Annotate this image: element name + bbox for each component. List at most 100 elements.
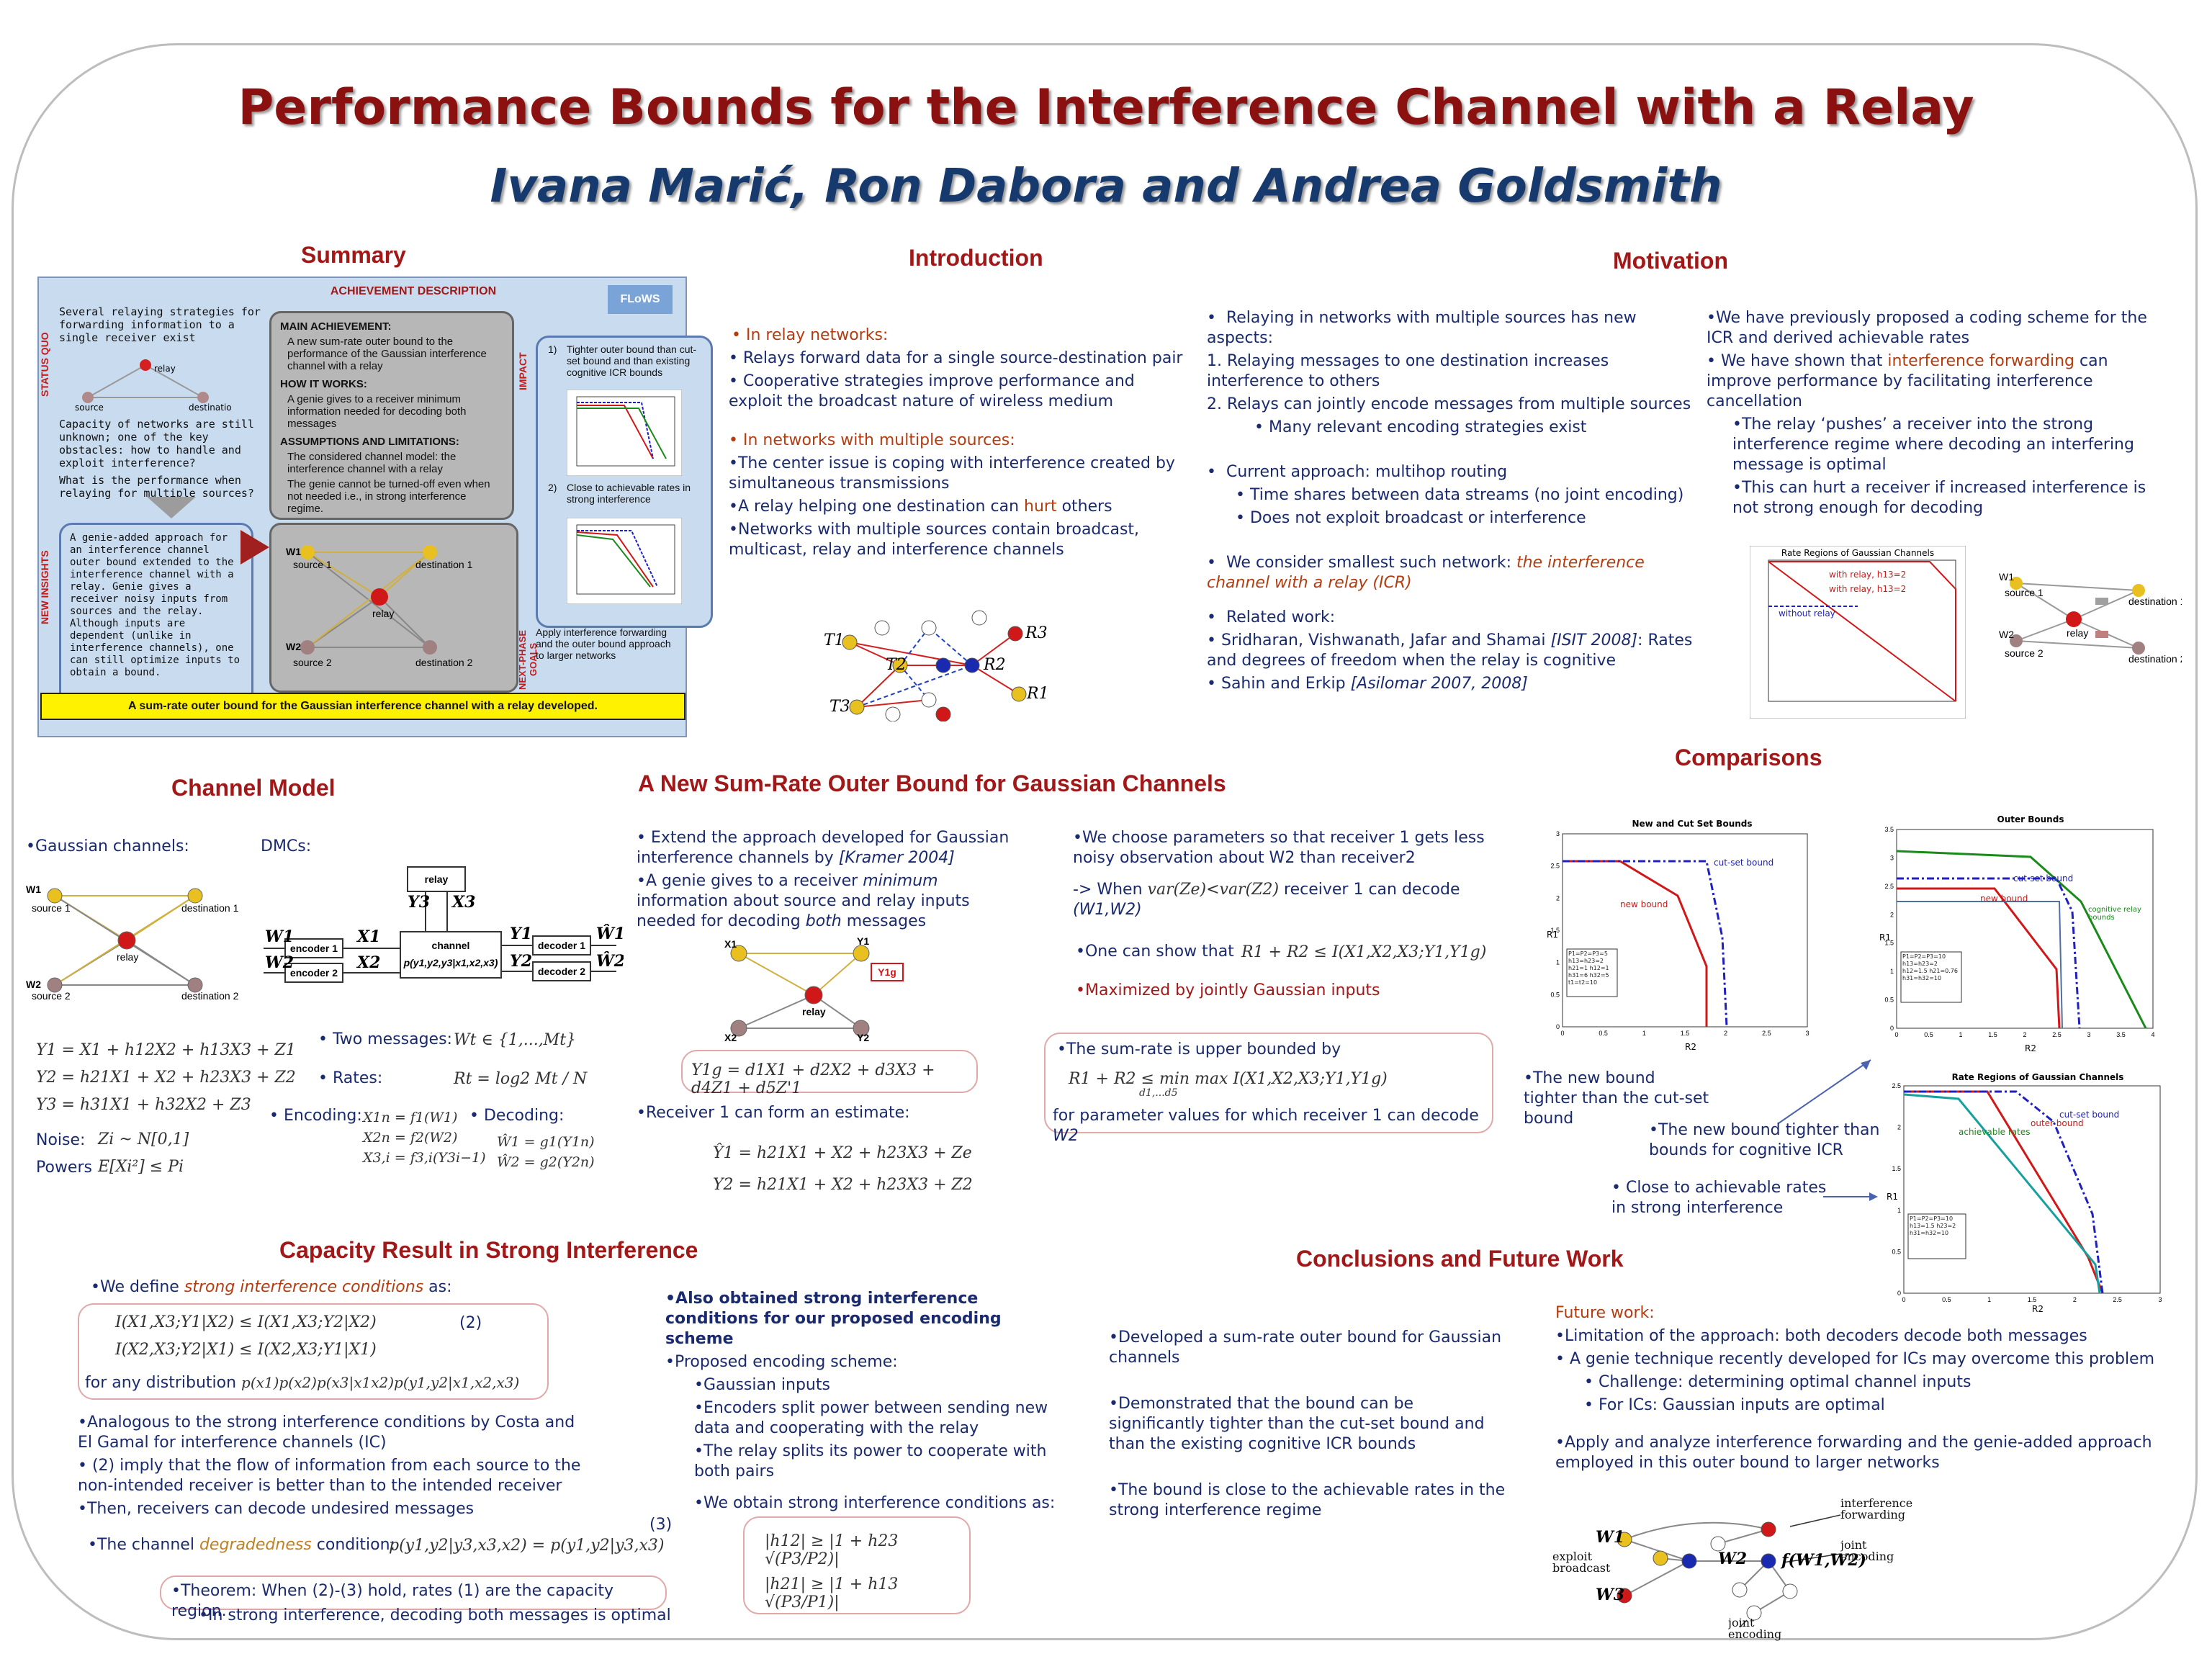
cm-icr-diagram: W1 W2 source 1 source 2 destination 1 de… [26, 884, 239, 1001]
cm-powers-label: Powers [36, 1159, 92, 1177]
status-quo-text-1: Several relaying strategies for forwardi… [59, 305, 261, 344]
cap-dist-a: for any distribution [85, 1374, 242, 1392]
nb-d5-eq: R1 + R2 ≤ min max I(X1,X2,X3;Y1,Y1g) [1069, 1070, 1388, 1088]
p1-ytick: 2 [1556, 894, 1560, 902]
cmp-p1-leg1: cut-set bound [1714, 858, 1773, 868]
icr-diagram: W1 W2 source 1 source 2 destination 1 de… [286, 545, 473, 668]
nb-c2e: messages [841, 912, 927, 930]
motiv-plot-leg1: with relay, h13=2 [1829, 570, 1906, 580]
nb-c2a: A genie gives to a receiver [645, 872, 863, 890]
conc-f: f(W1,W2) [1780, 1551, 1866, 1570]
conc-f2: • A genie technique recently developed f… [1555, 1350, 2155, 1368]
nb-d5: •The sum-rate is upper bounded by [1057, 1040, 1341, 1058]
nb-c2b: minimum [863, 872, 938, 890]
cap-t2: •In strong interference, decoding both m… [199, 1606, 671, 1624]
heading-conclusions: Conclusions and Future Work [1296, 1246, 1624, 1272]
motiv-a10b: [ISIT 2008] [1550, 631, 1638, 649]
cmp-note2: •The new bound tighter than bounds for c… [1649, 1121, 1880, 1159]
cm-eq2: Y2 = h21X1 + X2 + h23X3 + Z2 [36, 1069, 296, 1087]
motiv-b3: The relay ‘pushes’ a receiver into the s… [1732, 415, 2134, 474]
motiv-a5: Current approach: multihop routing [1226, 463, 1508, 481]
nb-fig-y1: Y1 [857, 935, 869, 947]
cap-dist-b: p(x1)p(x2)p(x3|x1x2)p(y1,y2|x1,x2,x3) [241, 1374, 520, 1391]
conclusions-right: Future work: •Limitation of the approach… [1555, 1303, 2175, 1476]
cm-two-msgs: • Two messages: [318, 1030, 452, 1048]
p2-ytick: 1.5 [1884, 940, 1894, 947]
motiv-a7: Does not exploit broadcast or interferen… [1249, 509, 1586, 527]
nb-c1a: Extend the approach developed for Gaussi… [637, 829, 1010, 867]
intro-b3: The center issue is coping with interfer… [729, 454, 1175, 493]
p1-ytick: 1.5 [1550, 927, 1560, 934]
cm-icr-s2: source 2 [32, 990, 71, 1001]
p3-xtick: 3 [2158, 1296, 2162, 1303]
intro-node-t3: T3 [830, 698, 850, 716]
cm-sig-x2: X2 [356, 953, 380, 972]
conc-w3: W3 [1596, 1586, 1624, 1604]
cm-rates-eq: Rt = log2 Mt / N [454, 1070, 588, 1088]
motivation-icr-diagram: W1 W2 source 1 source 2 destination 1 de… [1999, 571, 2182, 665]
cm-rates: • Rates: [318, 1069, 383, 1087]
motiv-b1: We have previously proposed a coding sch… [1707, 309, 2147, 347]
heading-introduction: Introduction [909, 245, 1043, 271]
icr-dest1: destination 1 [415, 559, 473, 570]
conc-je1-label: joint encoding [1840, 1539, 1894, 1563]
assumption-2: The genie cannot be turned-off even when… [287, 478, 490, 515]
summary-footer: A sum-rate outer bound for the Gaussian … [40, 693, 685, 720]
heading-channel-model: Channel Model [171, 775, 336, 801]
cm-block-diagram: relay channel p(y1,y2,y3|x1,x2,x3) encod… [264, 866, 624, 983]
next-phase-text: Apply interference forwarding and the ou… [536, 626, 671, 661]
p3-xtick: 0.5 [1942, 1296, 1951, 1303]
p1-xtick: 1.5 [1681, 1030, 1690, 1037]
cm-block-enc2: encoder 2 [290, 967, 338, 979]
nb-fig-x1: X1 [724, 938, 737, 950]
cmp-p3-leg3: achievable rates [1959, 1127, 2031, 1137]
cap-b1: •Also obtained strong interference condi… [665, 1290, 1002, 1348]
status-quo-text-3: What is the performance when relaying fo… [59, 474, 254, 500]
motiv-a6: Time shares between data streams (no joi… [1249, 486, 1684, 504]
cm-icr-d1: destination 1 [181, 902, 239, 914]
p2-xtick: 1 [1959, 1031, 1962, 1038]
heading-capacity: Capacity Result in Strong Interference [279, 1237, 698, 1263]
motivation-plot: Rate Regions of Gaussian Channels with r… [1750, 546, 1966, 719]
conc-c1: •Developed a sum-rate outer bound for Ga… [1109, 1328, 1502, 1367]
nb-estimates: Ŷ1 = h21X1 + X2 + h23X3 + Ze Y2 = h21X1 … [713, 1138, 973, 1201]
cmp-p1-leg2: new bound [1620, 899, 1668, 909]
cm-sig-y3: Y3 [408, 893, 430, 912]
p2-ytick: 0.5 [1884, 997, 1894, 1004]
motiv-plot-leg2: with relay, h13=2 [1829, 584, 1906, 594]
cap-eq1: I(X1,X3;Y1|X2) ≤ I(X1,X3;Y2|X2) [115, 1313, 377, 1331]
intro-b4b: hurt [1024, 498, 1057, 516]
cmp-p3-leg1: outer bound [2031, 1118, 2084, 1128]
motiv-a10a: Sridharan, Vishwanath, Jafar and Shamai [1220, 631, 1551, 649]
cap-b4: •Encoders split power between sending ne… [694, 1399, 1048, 1437]
cm-sig-w1hat: Ŵ1 [596, 924, 624, 943]
motiv-b2b: interference forwarding [1887, 352, 2074, 370]
cmp-p1-xlabel: R2 [1685, 1042, 1696, 1052]
icr-w1: W1 [286, 546, 301, 557]
cmp-p1-title: New and Cut Set Bounds [1632, 819, 1752, 829]
next-phase-label: NEXT-PHASE GOALS [517, 629, 539, 690]
p3-xtick: 0 [1902, 1296, 1905, 1303]
p3-ytick: 2.5 [1892, 1082, 1901, 1089]
motiv-b2a: We have shown that [1720, 352, 1888, 370]
motiv-a9: Related work: [1226, 608, 1336, 626]
conc-c2: •Demonstrated that the bound can be sign… [1109, 1395, 1485, 1453]
status-quo-diagram: relay source destination [75, 359, 237, 413]
nb-c2d: both [805, 912, 842, 930]
nb-d1: We choose parameters so that receiver 1 … [1073, 829, 1485, 867]
icr-dest2: destination 2 [415, 657, 473, 668]
p2-xtick: 0.5 [1924, 1031, 1933, 1038]
cap-b6: •We obtain strong interference condition… [694, 1494, 1056, 1512]
cap-b-eq1: |h12| ≥ |1 + h23 √(P3/P2)| [765, 1532, 899, 1568]
cm-enc-eq2: X2n = f2(W2) [363, 1130, 458, 1146]
impact-box: 1) Tighter outer bound than cut-set boun… [536, 336, 713, 628]
nb-c1b: [Kramer 2004] [838, 849, 955, 867]
nb-eq-y1g: Y1g = d1X1 + d2X2 + d3X3 + d4Z1 + d5Z'1 [691, 1061, 935, 1097]
impact-text-1: Tighter outer bound than cut-set bound a… [567, 343, 697, 378]
heading-new-bound: A New Sum-Rate Outer Bound for Gaussian … [638, 770, 1226, 796]
conc-if-label: interference forwarding [1840, 1498, 1913, 1521]
nb-d2c: receiver 1 can decode [1279, 881, 1460, 899]
cap-a1c: as: [423, 1278, 452, 1296]
cm-eq3: Y3 = h31X1 + h32X2 + Z3 [36, 1096, 251, 1114]
cm-powers-eq: E[Xi²] ≤ Pi [98, 1158, 184, 1176]
